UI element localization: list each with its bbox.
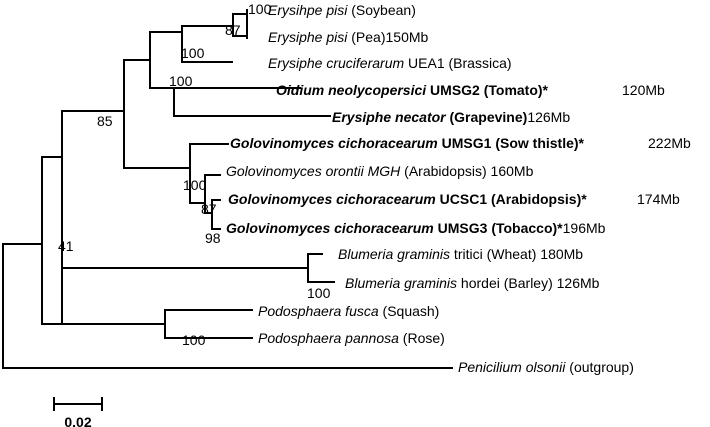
taxon-label-part: UCSC1 (Arabidopsis)* <box>436 191 587 207</box>
taxon-label: Erysiphe cruciferarum UEA1 (Brassica) <box>268 55 512 71</box>
genome-size: 120Mb <box>622 82 665 98</box>
tree-branches <box>2 9 453 369</box>
taxon-label-part: (outgroup) <box>565 359 633 375</box>
taxon-label: Oidium neolycopersici UMSG2 (Tomato)* <box>276 82 549 98</box>
genome-size: 196Mb <box>563 220 606 236</box>
taxon-label-part: hordei (Barley) <box>457 275 553 291</box>
taxon-labels: Erysihpe pisi (Soybean) Erysiphe pisi (Pe… <box>226 2 691 375</box>
branch-pisi <box>232 9 248 39</box>
bootstrap-value: 87 <box>225 22 241 38</box>
taxon-label-part: (Pea) <box>347 29 385 45</box>
bootstrap-value: 100 <box>169 73 193 89</box>
taxon-label-part: UMSG1 (Sow thistle)* <box>438 135 585 151</box>
genome-size: 222Mb <box>648 135 691 151</box>
taxon-label-part: Erysiphe necator <box>332 109 447 125</box>
taxon-label-part: Golovinomyces cichoracearum <box>228 191 436 207</box>
bootstrap-value: 100 <box>181 45 205 61</box>
branch-root <box>2 243 453 369</box>
taxon-label-part: Erysiphe pisi <box>268 29 348 45</box>
bootstrap-value: 100 <box>183 177 207 193</box>
taxon-label-part: (Arabidopsis) <box>400 163 486 179</box>
taxon-label: Golovinomyces orontii MGH (Arabidopsis) … <box>226 163 534 179</box>
taxon-label-part: (Rose) <box>399 330 445 346</box>
bootstrap-value: 85 <box>97 113 113 129</box>
bootstrap-value: 100 <box>182 332 206 348</box>
taxon-label: Blumeria graminis hordei (Barley) 126Mb <box>345 275 600 291</box>
genome-size: 174Mb <box>637 191 680 207</box>
bootstrap-labels: 100 87 100 100 100 87 98 85 100 100 41 <box>58 1 331 348</box>
bootstrap-value: 41 <box>58 238 74 254</box>
taxon-label-part: Penicilium olsonii <box>458 359 566 375</box>
branch-ingroup <box>41 156 63 325</box>
taxon-label-part: Golovinomyces cichoracearum <box>226 220 434 236</box>
taxon-label-part: Podosphaera fusca <box>258 303 379 319</box>
taxon-label-part: Erysihpe pisi <box>268 2 348 18</box>
branch-erys-inner <box>181 25 234 63</box>
taxon-label: Erysiphe necator (Grapevine)126Mb <box>332 109 570 125</box>
taxon-label-part: UMSG2 (Tomato)* <box>426 82 548 98</box>
taxon-label-part: Podosphaera pannosa <box>258 330 399 346</box>
taxon-label: Penicilium olsonii (outgroup) <box>458 359 634 375</box>
taxon-label-part: Blumeria graminis <box>345 275 457 291</box>
taxon-label-part: (Grapevine) <box>446 109 528 125</box>
taxon-label-part: Oidium neolycopersici <box>276 82 427 98</box>
taxon-label: Erysiphe pisi (Pea)150Mb <box>268 29 429 45</box>
genome-size: 180Mb <box>536 246 583 262</box>
genome-size: 160Mb <box>487 163 534 179</box>
genome-size: 150Mb <box>386 29 429 45</box>
taxon-label: Erysihpe pisi (Soybean) <box>268 2 416 18</box>
bootstrap-value: 98 <box>205 230 221 246</box>
branch-golo <box>189 143 229 204</box>
bootstrap-value: 100 <box>248 1 272 17</box>
branch-blum <box>307 253 335 283</box>
taxon-label: Podosphaera pannosa (Rose) <box>258 330 445 346</box>
branch-necator <box>173 87 331 117</box>
taxon-label-part: UMSG3 (Tobacco)* <box>434 220 563 236</box>
taxon-label-part: Erysiphe cruciferarum <box>268 55 404 71</box>
taxon-label-part: (Squash) <box>379 303 440 319</box>
genome-size: 126Mb <box>553 275 600 291</box>
taxon-label: Blumeria graminis tritici (Wheat) 180Mb <box>338 246 583 262</box>
scale-bar-line <box>53 397 103 411</box>
taxon-label-part: Golovinomyces cichoracearum <box>230 135 438 151</box>
branch-ery-golo <box>123 59 191 169</box>
taxon-label-part: (Soybean) <box>347 2 415 18</box>
taxon-label-part: Golovinomyces orontii MGH <box>226 163 401 179</box>
branch-podo <box>61 267 253 339</box>
taxon-label: Golovinomyces cichoracearum UMSG1 (Sow t… <box>230 135 585 151</box>
bootstrap-value: 100 <box>307 285 331 301</box>
bootstrap-value: 87 <box>201 201 217 217</box>
taxon-label-part: tritici (Wheat) <box>450 246 536 262</box>
taxon-label-part: Blumeria graminis <box>338 246 450 262</box>
taxon-label: Golovinomyces cichoracearum UCSC1 (Arabi… <box>228 191 587 207</box>
scale-bar: 0.02 <box>53 397 103 427</box>
taxon-label-part: UEA1 (Brassica) <box>404 55 511 71</box>
taxon-label: Podosphaera fusca (Squash) <box>258 303 439 319</box>
genome-size: 126Mb <box>527 109 570 125</box>
branch-golo-inner <box>204 174 221 230</box>
scale-bar-label: 0.02 <box>64 414 91 427</box>
taxon-label: Golovinomyces cichoracearum UMSG3 (Tobac… <box>226 220 606 236</box>
branch-ery-golo-blum <box>61 110 309 269</box>
